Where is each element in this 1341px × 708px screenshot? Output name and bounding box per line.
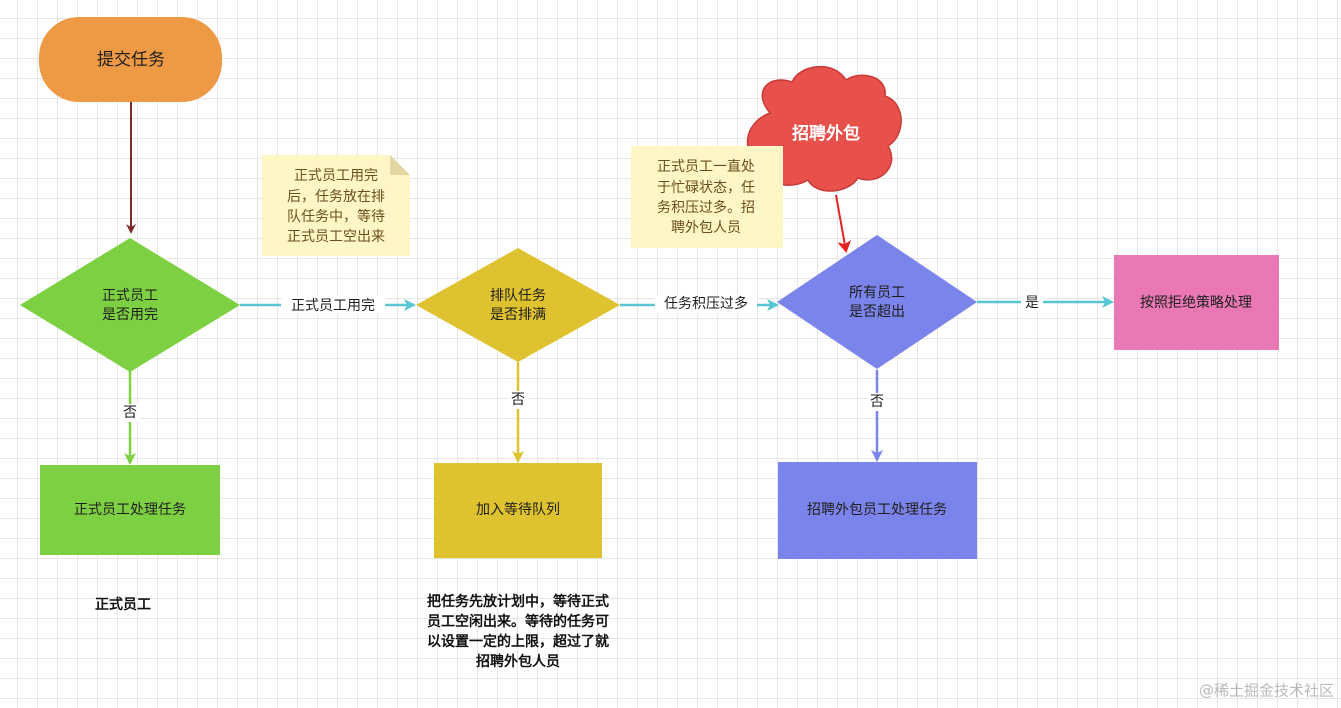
process-regular-staff-label: 正式员工处理任务 <box>74 502 186 518</box>
decision-all-exceeded-line-1: 所有员工 <box>849 285 905 301</box>
process-outsource-staff-label: 招聘外包员工处理任务 <box>807 502 947 518</box>
note-queue-line-4: 正式员工空出来 <box>287 229 385 245</box>
note-queue-explanation: 正式员工用完 后，任务放在排 队任务中，等待 正式员工空出来 <box>262 155 410 256</box>
note-outsource-line-1: 正式员工一直处 <box>657 158 755 175</box>
decision-queue-full-shape <box>416 248 620 362</box>
note-outsource-line-2: 于忙碌状态，任 <box>657 180 755 196</box>
note-outsource-line-3: 务积压过多。招 <box>657 199 755 216</box>
note-queue-line-1: 正式员工用完 <box>294 168 378 184</box>
edge-labels-layer: 正式员工用完 否 任务积压过多 否 是 否 <box>120 294 1043 422</box>
decision-queue-full-line-2: 是否排满 <box>490 307 546 323</box>
process-reject-policy-label: 按照拒绝策略处理 <box>1140 294 1252 311</box>
decision-all-exceeded-shape <box>777 235 977 369</box>
process-join-queue-shape <box>434 463 602 558</box>
start-node-label: 提交任务 <box>97 50 165 70</box>
decision-regular-used-up-line-2: 是否用完 <box>102 307 158 323</box>
caption-queue-line-4: 招聘外包人员 <box>476 653 560 670</box>
edge-label-no-regular: 否 <box>123 405 137 421</box>
edge-cloud-to-check-all <box>835 194 852 253</box>
process-regular-staff[interactable]: 正式员工处理任务 <box>40 465 220 555</box>
caption-queue-explanation: 把任务先放计划中，等待正式 员工空闲出来。等待的任务可 以设置一定的上限，超过了… <box>427 593 609 670</box>
decision-regular-used-up-shape <box>20 238 240 372</box>
edge-label-regular-used-up: 正式员工用完 <box>291 298 375 314</box>
watermark-text: @稀土掘金技术社区 <box>1199 682 1334 700</box>
process-reject-policy[interactable]: 按照拒绝策略处理 <box>1114 255 1279 350</box>
decision-all-exceeded[interactable]: 所有员工 是否超出 <box>777 235 977 369</box>
note-queue-shape <box>262 155 410 256</box>
note-queue-line-2: 后，任务放在排 <box>287 189 385 205</box>
edge-label-yes-exceeded: 是 <box>1025 295 1039 311</box>
start-node-shape <box>39 17 222 102</box>
edge-label-tasks-backlog: 任务积压过多 <box>664 295 748 312</box>
decision-queue-full[interactable]: 排队任务 是否排满 <box>416 248 620 362</box>
edge-label-no-exceeded: 否 <box>870 394 884 410</box>
decision-all-exceeded-line-2: 是否超出 <box>849 304 905 320</box>
cloud-hire-outsource[interactable]: 招聘外包 <box>746 65 902 192</box>
cloud-label: 招聘外包 <box>792 123 860 144</box>
decision-regular-used-up-line-1: 正式员工 <box>102 288 158 304</box>
process-join-queue-label: 加入等待队列 <box>476 501 560 518</box>
note-outsource-explanation: 正式员工一直处 于忙碌状态，任 务积压过多。招 聘外包人员 <box>631 146 783 248</box>
process-regular-staff-shape <box>40 465 220 555</box>
start-node[interactable]: 提交任务 <box>39 17 222 102</box>
decision-queue-full-line-1: 排队任务 <box>490 288 546 304</box>
decision-regular-used-up[interactable]: 正式员工 是否用完 <box>20 238 240 372</box>
note-queue-fold <box>390 155 410 175</box>
process-reject-policy-shape <box>1114 255 1279 350</box>
edge-label-no-queue: 否 <box>511 392 525 408</box>
note-queue-line-3: 队任务中，等待 <box>287 208 385 225</box>
process-outsource-staff-shape <box>778 462 977 559</box>
caption-regular-staff: 正式员工 <box>95 596 151 613</box>
process-join-queue[interactable]: 加入等待队列 <box>434 463 602 558</box>
note-outsource-line-4: 聘外包人员 <box>671 220 741 236</box>
note-outsource-shape <box>631 146 783 248</box>
caption-queue-line-1: 把任务先放计划中，等待正式 <box>427 593 609 610</box>
process-outsource-staff[interactable]: 招聘外包员工处理任务 <box>778 462 977 559</box>
caption-queue-line-2: 员工空闲出来。等待的任务可 <box>427 613 609 630</box>
caption-queue-line-3: 以设置一定的上限，超过了就 <box>427 633 609 650</box>
